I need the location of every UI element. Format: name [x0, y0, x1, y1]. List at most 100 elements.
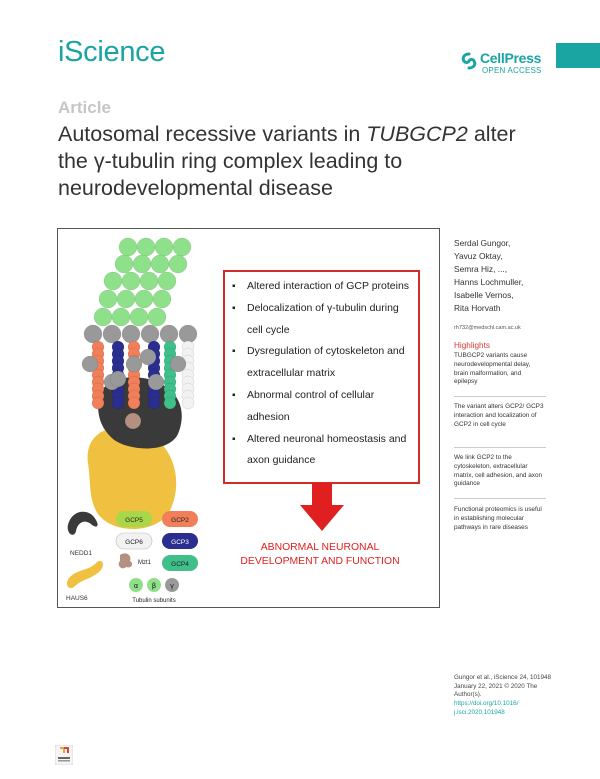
haus6-shape [67, 560, 103, 589]
gamma-tubulin-subunit [83, 324, 103, 344]
effect-item: Dysregulation of cytoskeleton and extrac… [231, 341, 412, 385]
tubulin-subunit [147, 307, 167, 327]
legend-gcp2-label: GCP2 [171, 517, 189, 524]
highlight-divider [454, 498, 546, 499]
tubulin-subunit [136, 237, 156, 257]
gcp-subunit [147, 396, 161, 410]
gcp2-swatch [162, 511, 198, 527]
doi-link[interactable]: https://doi.org/10.1016/ j.isci.2020.101… [454, 700, 519, 716]
ring-complex-illustration [81, 237, 198, 529]
tubulin-subunit [111, 307, 131, 327]
citation: Gungor et al., iScience 24, 101948 Janua… [454, 674, 551, 699]
effects-box: Altered interaction of GCP proteins Delo… [223, 270, 420, 484]
effect-item: Abnormal control of cellular adhesion [231, 385, 412, 429]
author-name: Isabelle Vernos, [454, 289, 514, 300]
journal-name: iScience [58, 36, 166, 68]
legend-gamma-label: γ [170, 582, 174, 590]
gcp-subunit [181, 396, 195, 410]
legend-gcp4-label: GCP4 [171, 561, 189, 568]
outcome-text: ABNORMAL NEURONAL DEVELOPMENT AND FUNCTI… [240, 542, 400, 567]
gcp4-swatch [162, 555, 198, 571]
graphical-abstract: Altered interaction of GCP proteins Delo… [57, 228, 440, 608]
tubulin-subunit [168, 254, 188, 274]
author-name: Rita Horvath [454, 302, 501, 313]
haus6-shape [87, 427, 177, 529]
mzt1-shape [118, 553, 133, 569]
cellpress-logo-icon [461, 52, 477, 70]
open-access-label: OPEN ACCESS [482, 66, 542, 75]
header-tab-decoration [556, 43, 600, 68]
tubulin-subunit [172, 237, 192, 257]
alpha-tubulin-swatch [129, 578, 143, 592]
tubulin-subunit [139, 271, 159, 291]
highlight-divider [454, 396, 546, 397]
tubulin-subunit [103, 271, 123, 291]
tubulin-subunit [98, 289, 118, 309]
down-arrow-icon [300, 483, 344, 531]
highlight-divider [454, 447, 546, 448]
gamma-tubulin-subunit [159, 324, 179, 344]
page-title: Autosomal recessive variants in TUBGCP2 … [58, 122, 516, 200]
gcp-subunit [163, 396, 177, 410]
legend-mzt1-label: Mzt1 [138, 560, 152, 566]
legend-tubulin-label: Tubulin subunits [132, 598, 175, 604]
legend-haus6-label: HAUS6 [66, 595, 88, 602]
gene-name: TUBGCP2 [366, 122, 468, 146]
publisher-name: CellPress [480, 50, 542, 66]
tubulin-subunit [93, 307, 113, 327]
gcp-subunit [91, 396, 105, 410]
tubulin-subunit [150, 254, 170, 274]
tubulin-subunit [116, 289, 136, 309]
legend-alpha-label: α [134, 582, 139, 590]
check-for-updates-icon[interactable] [55, 745, 73, 765]
tubulin-subunit [154, 237, 174, 257]
gcp5-swatch [116, 511, 152, 527]
gamma-tubulin-subunit [102, 324, 122, 344]
tubulin-subunit [132, 254, 152, 274]
effect-item: Altered interaction of GCP proteins [231, 276, 412, 298]
highlights-heading: Highlights [454, 341, 490, 350]
legend-gcp5-label: GCP5 [125, 517, 143, 524]
gamma-tubulin-swatch [165, 578, 179, 592]
legend-nedd1-label: NEDD1 [70, 550, 92, 557]
tubulin-subunit [129, 307, 149, 327]
corresponding-email[interactable]: rh732@medschl.cam.ac.uk [454, 325, 521, 331]
tubulin-subunit [152, 289, 172, 309]
author-name: Yavuz Oktay, [454, 250, 503, 261]
gcp6-swatch [115, 532, 153, 550]
effects-list: Altered interaction of GCP proteins Delo… [231, 276, 412, 472]
gamma-tubulin-subunit [81, 355, 99, 373]
gamma-tubulin-subunit [121, 324, 141, 344]
gamma-tubulin-subunit [109, 370, 127, 388]
highlight-item: We link GCP2 to the cytoskeleton, extrac… [454, 454, 543, 488]
gamma-tubulin-subunit [169, 355, 187, 373]
gamma-tubulin-subunit [147, 373, 165, 391]
legend-gcp3-label: GCP3 [171, 539, 189, 546]
nedd1-shape [67, 511, 98, 535]
legend-gcp6-label: GCP6 [125, 539, 143, 546]
author-name: Semra Hiz, ..., [454, 263, 508, 274]
highlight-item: TUBGCP2 variants cause neurodevelopmenta… [454, 352, 531, 386]
tubulin-subunit [118, 237, 138, 257]
tubulin-subunit [114, 254, 134, 274]
gcp-subunit [127, 396, 141, 410]
tubulin-subunit [121, 271, 141, 291]
article-type-label: Article [58, 98, 111, 117]
author-list: Serdal Gungor, Yavuz Oktay, Semra Hiz, .… [454, 237, 564, 314]
tubulin-subunit [134, 289, 154, 309]
effect-item: Delocalization of γ-tubulin during cell … [231, 298, 412, 342]
gamma-tubulin-subunit [139, 348, 157, 366]
gcp3-swatch [162, 533, 198, 549]
gamma-tubulin-subunit [178, 324, 198, 344]
gamma-tubulin-subunit [140, 324, 160, 344]
gcp-subunit [111, 396, 125, 410]
gamma-tubulin-subunit [125, 355, 143, 373]
mzt1-subunit [124, 412, 142, 430]
legend-beta-label: β [152, 582, 156, 590]
highlight-item: The variant alters GCP2/ GCP3 interactio… [454, 403, 544, 428]
tubulin-subunit [157, 271, 177, 291]
beta-tubulin-swatch [147, 578, 161, 592]
highlight-item: Functional proteomics is useful in estab… [454, 506, 542, 531]
author-name: Hanns Lochmuller, [454, 276, 524, 287]
author-name: Serdal Gungor, [454, 238, 511, 248]
